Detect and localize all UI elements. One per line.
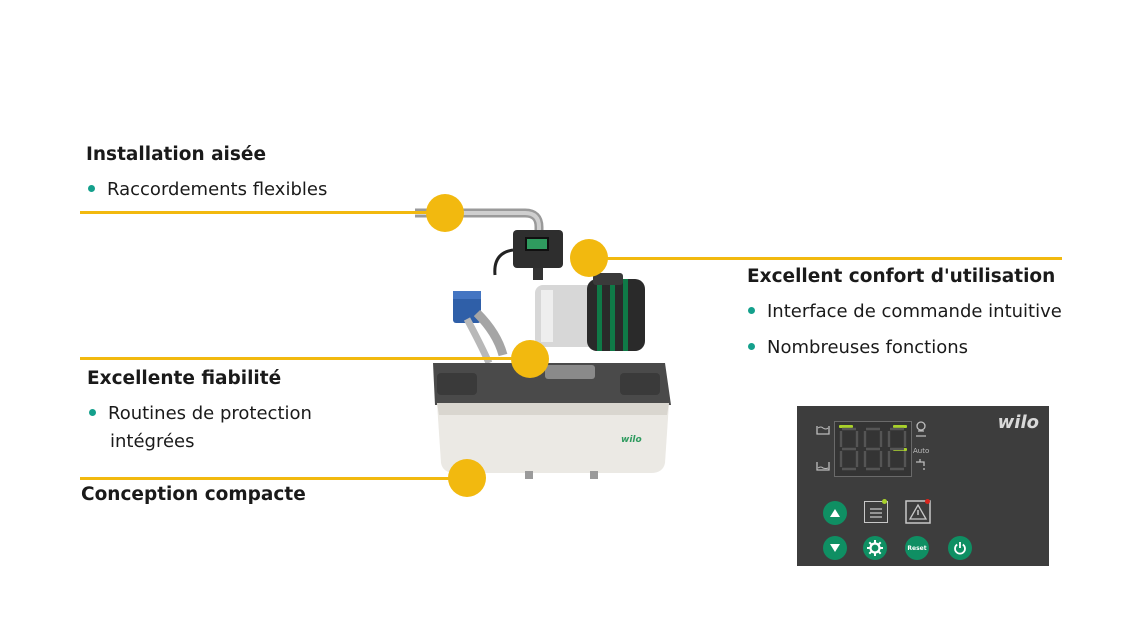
display-indicator-right-top (893, 425, 907, 428)
callout-line-fiabilite (80, 357, 520, 360)
callout-dot-fiabilite (511, 340, 549, 378)
callout-bullet-installation: Raccordements flexibles (88, 176, 327, 204)
panel-brand-logo: wilo (997, 412, 1039, 433)
gear-icon (867, 540, 883, 556)
pump-body-logo: wilo (621, 435, 642, 445)
bullet-dot (748, 342, 755, 350)
menu-indicator-led (882, 499, 887, 504)
callout-bullet-fiabilite: Routines de protection intégrées (89, 400, 312, 456)
power-icon (954, 542, 966, 555)
bullet-text: Interface de commande intuitive (767, 301, 1062, 322)
callout-bullet-confort-2: Nombreuses fonctions (748, 334, 968, 362)
bullet-text: Nombreuses fonctions (767, 337, 968, 358)
warning-icon[interactable] (905, 500, 931, 524)
callout-dot-installation (426, 194, 464, 232)
pump-unit-illustration: wilo (415, 208, 671, 479)
bullet-text: Routines de protection (108, 403, 312, 424)
auto-mode-label: Auto (913, 447, 930, 455)
display-digit-2 (863, 427, 883, 471)
tap-icon (916, 459, 925, 470)
menu-screen-button[interactable] (864, 501, 888, 523)
callout-dot-compacte (448, 459, 486, 497)
arrow-up-icon (830, 509, 840, 517)
callout-line-installation (80, 211, 435, 214)
reset-button[interactable]: Reset (905, 536, 929, 560)
callout-bullet-confort-1: Interface de commande intuitive (748, 298, 1062, 326)
settings-button[interactable] (863, 536, 887, 560)
list-icon (870, 508, 882, 518)
callout-line-compacte (80, 477, 460, 480)
control-panel: wilo Auto (797, 406, 1049, 566)
bullet-dot (748, 306, 755, 314)
bullet-text: Raccordements flexibles (107, 179, 328, 200)
panel-display (834, 421, 912, 477)
power-button[interactable] (948, 536, 972, 560)
callout-dot-confort (570, 239, 608, 277)
bullet-dot (88, 184, 95, 192)
arrow-down-icon (830, 544, 840, 552)
manual-mode-icon (916, 421, 926, 437)
callout-line-confort (600, 257, 1062, 260)
tank-level-low-icon (816, 462, 830, 471)
warning-indicator-led (925, 499, 930, 504)
tank-level-high-icon (816, 426, 830, 435)
display-digit-1 (839, 427, 859, 471)
up-button[interactable] (823, 501, 847, 525)
callout-title-installation: Installation aisée (86, 144, 266, 165)
display-indicator-left (839, 425, 853, 428)
callout-title-confort: Excellent confort d'utilisation (747, 266, 1056, 287)
bullet-dot (89, 408, 96, 416)
callout-title-fiabilite: Excellente fiabilité (87, 368, 282, 389)
down-button[interactable] (823, 536, 847, 560)
callout-title-compacte: Conception compacte (81, 484, 306, 505)
bullet-text-continued: intégrées (110, 431, 195, 452)
display-digit-3 (887, 427, 907, 471)
